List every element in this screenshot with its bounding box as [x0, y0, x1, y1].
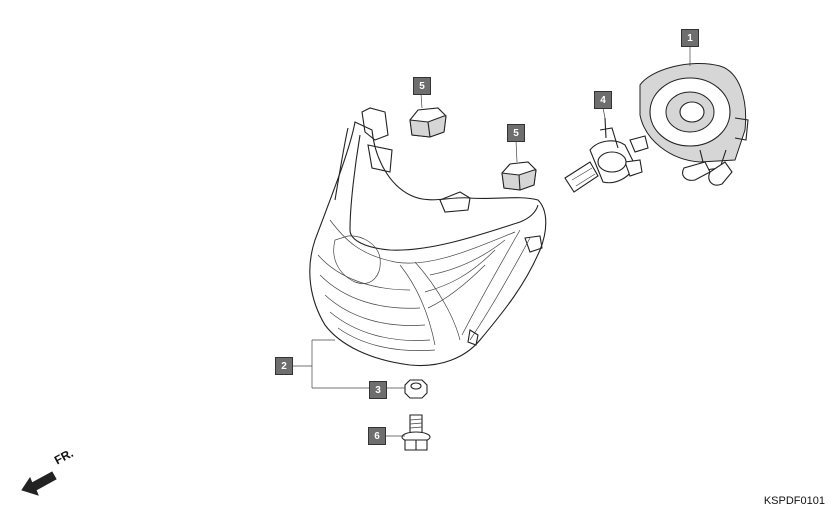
- callout-4: 4: [594, 91, 612, 109]
- diagram-code: KSPDF0101: [763, 495, 825, 507]
- headlight-bulb: [564, 117, 649, 193]
- callout-6: 6: [368, 427, 386, 445]
- callout-5-middle: 5: [507, 124, 525, 142]
- callout-2: 2: [275, 357, 293, 375]
- bulb-dust-cover: [639, 62, 749, 186]
- headlight-clip-top: [409, 107, 447, 138]
- headlight-housing: [309, 107, 547, 367]
- headlight-clip-middle: [501, 161, 537, 191]
- hex-nut: [404, 379, 428, 399]
- leader-lines: [293, 44, 691, 437]
- callout-5-top: 5: [413, 77, 431, 95]
- callout-3: 3: [369, 381, 387, 399]
- flange-bolt: [401, 414, 431, 451]
- front-direction-arrow-icon: [21, 471, 57, 496]
- callout-1: 1: [681, 29, 699, 47]
